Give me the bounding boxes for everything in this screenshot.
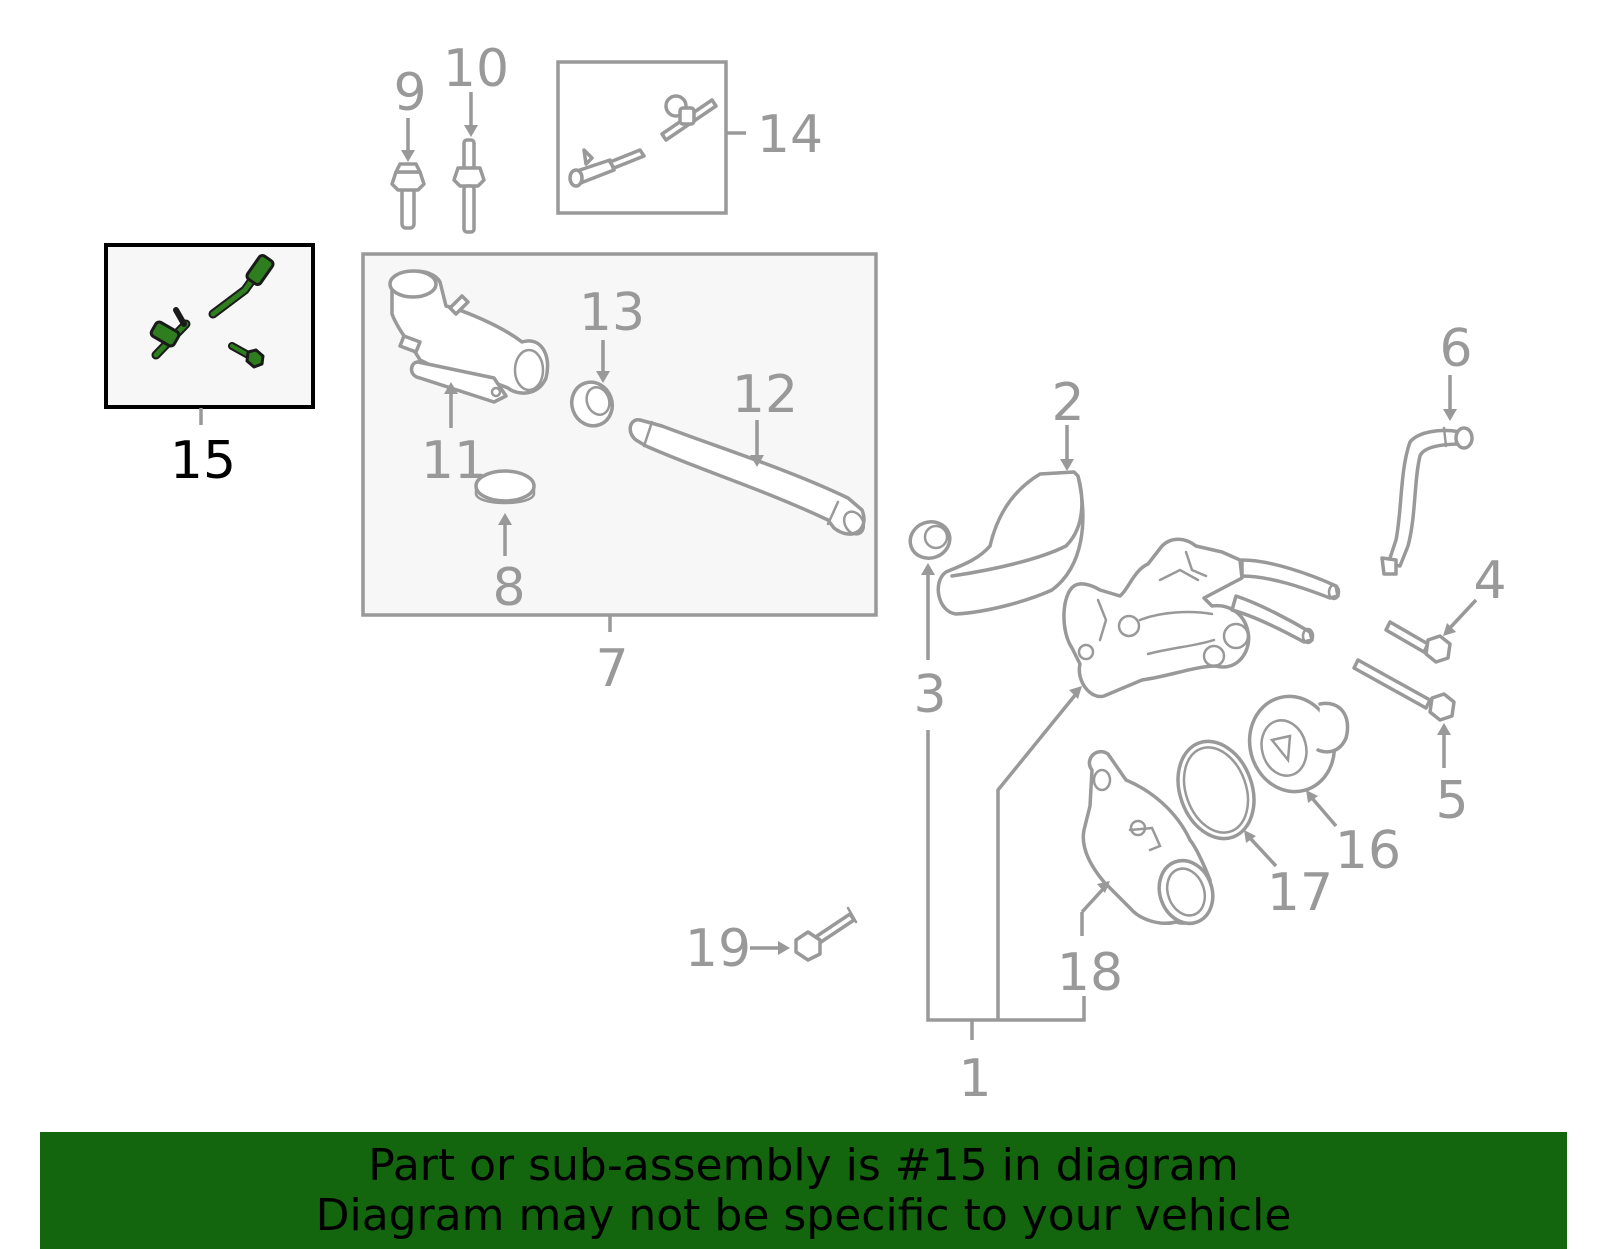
leader-line-4 <box>1446 598 1478 632</box>
part-15-bolt <box>228 342 265 369</box>
arrowhead-6 <box>1443 409 1457 421</box>
callout-2[interactable]: 2 <box>1051 373 1084 433</box>
part-4-bolt <box>1384 620 1452 664</box>
callout-17[interactable]: 17 <box>1267 863 1333 923</box>
part-2-gasket <box>936 470 1085 616</box>
part-16-thermostat <box>1247 694 1350 794</box>
callout-10[interactable]: 10 <box>443 39 509 99</box>
bracket-1 <box>926 686 1086 1040</box>
callout-8[interactable]: 8 <box>492 558 525 618</box>
part-15-connector <box>149 307 191 360</box>
subassembly-15-group[interactable] <box>104 243 315 409</box>
leader-line-17 <box>1248 836 1278 868</box>
arrowhead-18 <box>1097 881 1110 893</box>
callout-16[interactable]: 16 <box>1335 821 1401 881</box>
part-18-cover <box>1081 749 1215 926</box>
part-1-housing <box>1062 537 1341 699</box>
callout-13[interactable]: 13 <box>579 283 645 343</box>
info-banner: Part or sub-assembly is #15 in diagram D… <box>40 1132 1567 1249</box>
part-8-o-ring <box>474 469 536 505</box>
callout-1[interactable]: 1 <box>958 1049 991 1109</box>
part-13-seal <box>570 380 614 428</box>
arrowhead-8 <box>498 513 512 525</box>
banner-line-2: Diagram may not be specific to your vehi… <box>315 1189 1292 1241</box>
arrowhead-5 <box>1437 723 1451 735</box>
arrowhead-10 <box>464 125 478 137</box>
part-5-long-bolt <box>1352 658 1456 722</box>
leader-line-18b <box>1080 886 1106 914</box>
part-17-o-ring <box>1176 739 1256 841</box>
arrowhead-13 <box>596 371 610 383</box>
arrowhead-3 <box>921 563 935 575</box>
leader-line-16 <box>1310 796 1338 828</box>
callout-9[interactable]: 9 <box>393 63 426 123</box>
part-11-outlet-pipe <box>388 269 550 404</box>
callout-18[interactable]: 18 <box>1057 943 1123 1003</box>
assembly-14-box[interactable] <box>556 60 728 215</box>
callout-4[interactable]: 4 <box>1473 551 1506 611</box>
callout-3[interactable]: 3 <box>913 665 946 725</box>
arrowhead-1 <box>1069 686 1082 699</box>
callout-5[interactable]: 5 <box>1435 771 1468 831</box>
part-6-hose <box>1380 426 1474 576</box>
arrowhead-17 <box>1244 830 1256 843</box>
callout-6[interactable]: 6 <box>1439 319 1472 379</box>
subassembly-15-box[interactable] <box>104 243 315 409</box>
callout-14[interactable]: 14 <box>757 105 823 165</box>
arrowhead-4 <box>1443 623 1456 636</box>
arrowhead-19 <box>778 941 790 955</box>
arrowhead-9 <box>401 150 415 162</box>
arrowhead-16 <box>1306 790 1318 803</box>
arrowhead-11 <box>444 382 458 394</box>
banner-line-1: Part or sub-assembly is #15 in diagram <box>368 1139 1239 1191</box>
callout-15[interactable]: 15 <box>170 431 236 491</box>
part-10-stud <box>452 138 486 234</box>
callout-19[interactable]: 19 <box>685 919 751 979</box>
part-15-sensor-cable <box>208 254 275 319</box>
part-14-fittings <box>568 94 718 188</box>
arrowhead-12 <box>750 455 764 467</box>
part-9-bolt <box>390 162 426 230</box>
part-3-seal <box>908 520 952 560</box>
arrowhead-2 <box>1060 459 1074 471</box>
part-19-bolt <box>794 906 858 962</box>
callout-7[interactable]: 7 <box>595 639 628 699</box>
callout-12[interactable]: 12 <box>732 365 798 425</box>
